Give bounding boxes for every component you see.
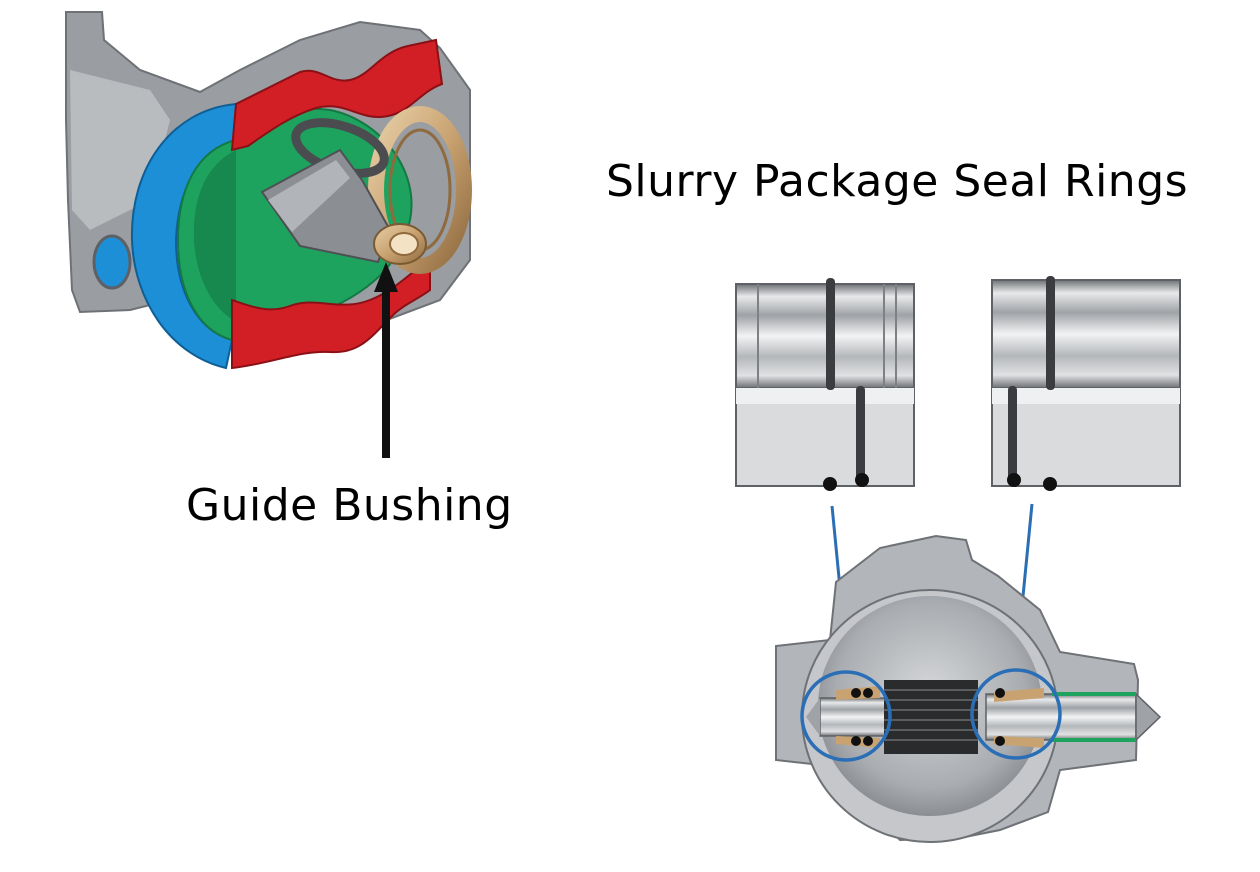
body-cut-section-lower (231, 258, 431, 370)
magnify-circle-right (970, 668, 1062, 760)
body-cut-section (230, 38, 444, 152)
seal-ring-right (991, 276, 1181, 491)
guide-bushing-label: Guide Bushing (186, 480, 513, 531)
valve-cutaway-illustration (65, 11, 472, 370)
callout-arrow (374, 262, 398, 458)
valve-section-view (775, 534, 1162, 843)
arm-bolt-hole (92, 234, 132, 290)
guide-bushing-ring (368, 106, 472, 274)
packing-stack (884, 680, 978, 754)
diagram-title: Slurry Package Seal Rings (606, 156, 1189, 207)
magnify-circle-left (800, 670, 892, 762)
seal-ring-left (735, 278, 915, 491)
